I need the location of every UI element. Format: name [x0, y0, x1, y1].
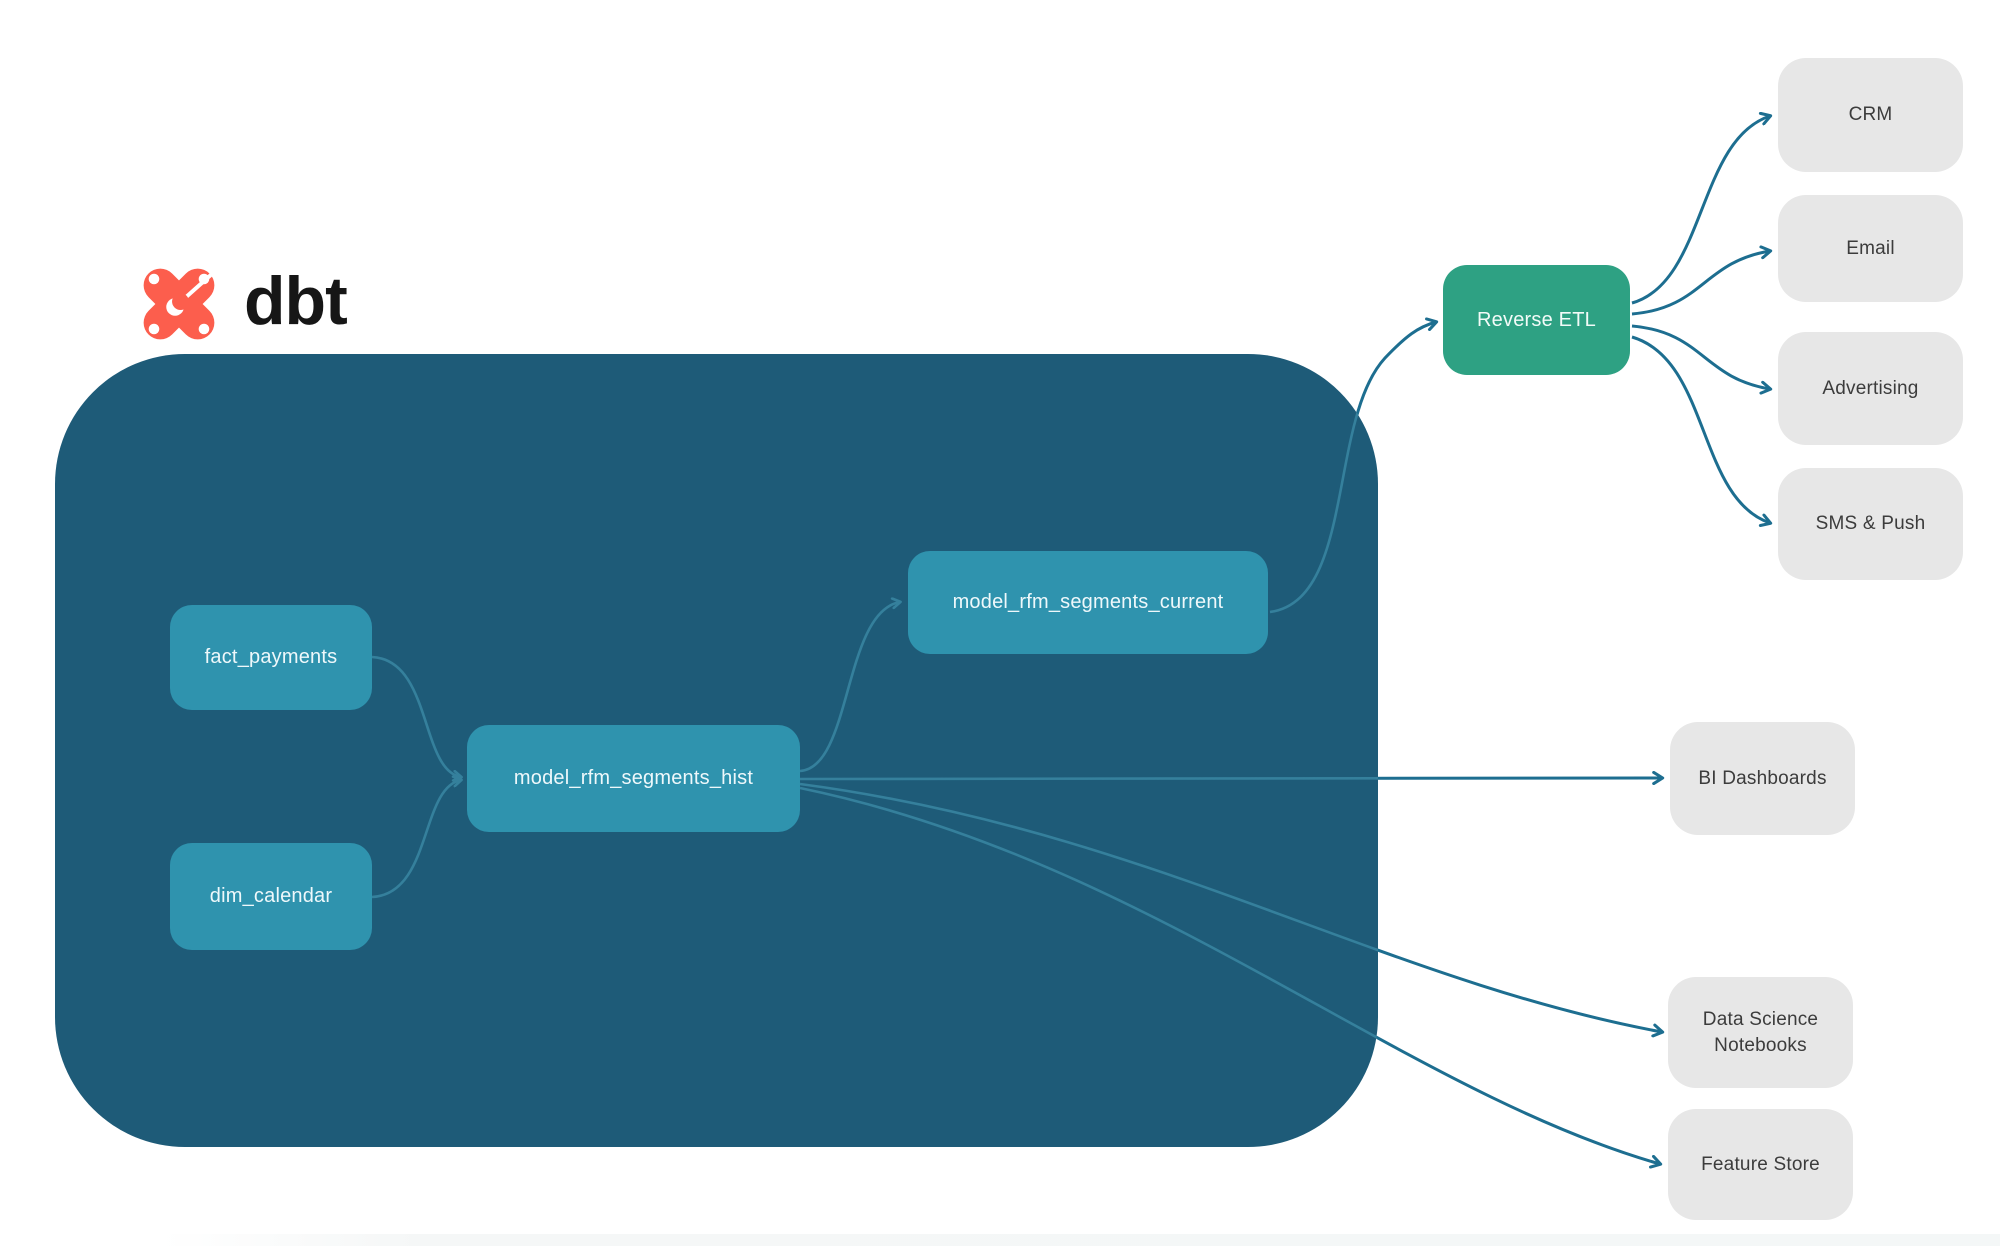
dbt-logo: dbt [128, 252, 348, 356]
node-label: Feature Store [1701, 1153, 1820, 1175]
node-model-rfm-segments-current: model_rfm_segments_current [908, 551, 1268, 654]
node-feature-store: Feature Store [1668, 1109, 1853, 1220]
node-label: Reverse ETL [1477, 308, 1596, 331]
node-label: Advertising [1822, 377, 1919, 399]
node-label: model_rfm_segments_hist [513, 767, 754, 789]
edge-hist-to-feature-store [799, 786, 1660, 1164]
edge-reverse-etl-to-email [1631, 251, 1770, 316]
dbt-logo-text: dbt [244, 263, 348, 339]
node-bi-dashboards: BI Dashboards [1670, 722, 1855, 835]
node-sms-push: SMS & Push [1778, 468, 1963, 580]
node-label: BI Dashboards [1698, 767, 1827, 789]
node-label: Email [1846, 237, 1895, 259]
edge-dim-calendar-to-hist [371, 780, 461, 899]
edge-reverse-etl-to-sms-push [1631, 335, 1770, 523]
node-label: SMS & Push [1815, 513, 1926, 535]
edge-reverse-etl-to-advertising [1631, 324, 1770, 389]
node-advertising: Advertising [1778, 332, 1963, 445]
node-label: Data Science Notebooks [1702, 1008, 1819, 1056]
node-label: dim_calendar [209, 885, 333, 907]
node-label: CRM [1848, 104, 1893, 126]
dbt-logo-mark-icon [143, 268, 215, 340]
edge-reverse-etl-to-crm [1631, 116, 1770, 305]
node-dim-calendar: dim_calendar [170, 843, 372, 950]
edge-hist-to-current [799, 602, 900, 773]
node-model-rfm-segments-hist: model_rfm_segments_hist [467, 725, 800, 832]
edge-fact-payments-to-hist [371, 655, 461, 777]
node-data-science-notebooks: Data Science Notebooks [1668, 977, 1853, 1088]
edge-hist-to-bi-dashboards [799, 778, 1662, 779]
edge-hist-to-data-science [799, 782, 1662, 1032]
node-label: fact_payments [204, 646, 338, 668]
node-email: Email [1778, 195, 1963, 302]
node-reverse-etl: Reverse ETL [1443, 265, 1630, 375]
node-crm: CRM [1778, 58, 1963, 172]
bottom-strip [160, 1234, 2000, 1246]
node-fact-payments: fact_payments [170, 605, 372, 710]
node-label: model_rfm_segments_current [952, 591, 1224, 613]
edge-current-to-reverse-etl [1269, 322, 1436, 614]
